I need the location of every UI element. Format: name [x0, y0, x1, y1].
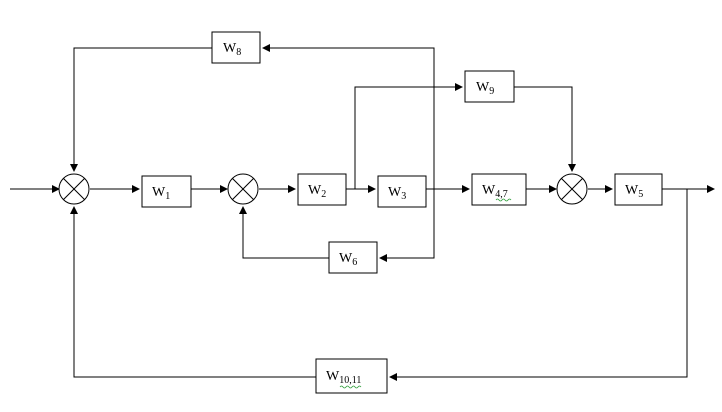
block-w5: W5 [614, 173, 663, 206]
wire-branch-w1011 [389, 189, 688, 381]
wire-branch-w9 [354, 83, 463, 189]
block-w3: W3 [377, 175, 427, 208]
block-w2: W2 [297, 173, 347, 206]
summing-junction-3 [556, 173, 588, 205]
svg-text:W4,7: W4,7 [482, 183, 508, 200]
wire-w1011-sum1 [70, 206, 316, 378]
wire-w6-sum2 [239, 206, 329, 259]
block-w10-11: W10,11 [315, 358, 388, 394]
svg-text:W10,11: W10,11 [326, 369, 361, 386]
wire-branch-w6 [379, 189, 435, 262]
svg-text:W9: W9 [476, 80, 494, 97]
svg-text:W3: W3 [388, 185, 406, 202]
svg-text:W1: W1 [152, 185, 170, 202]
wire-w8-sum1 [70, 47, 212, 172]
svg-text:W8: W8 [223, 41, 241, 58]
block-w1: W1 [141, 175, 192, 208]
block-w4-7: W4,7 [471, 173, 527, 206]
block-w9: W9 [464, 70, 515, 103]
svg-text:W5: W5 [625, 183, 643, 200]
block-w8: W8 [211, 31, 261, 64]
summing-junction-1 [58, 173, 90, 205]
wire-w9-sum3 [514, 86, 576, 172]
block-w6: W6 [328, 241, 378, 274]
wire-branch-w8 [262, 44, 435, 189]
svg-text:W6: W6 [339, 251, 357, 268]
summing-junction-2 [227, 173, 259, 205]
svg-text:W2: W2 [308, 183, 326, 200]
